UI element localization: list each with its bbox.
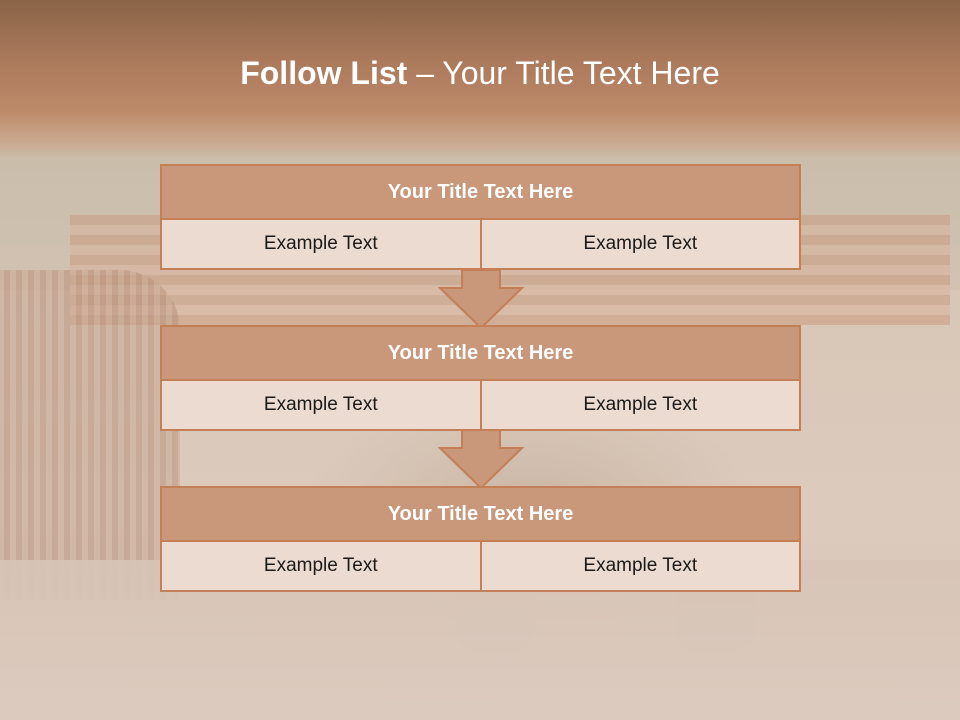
block-cell-right: Example Text	[479, 381, 800, 429]
block-title: Your Title Text Here	[160, 486, 801, 542]
block-cell-right: Example Text	[479, 542, 800, 590]
slide-title: Follow List – Your Title Text Here	[0, 55, 960, 92]
block-cell-left: Example Text	[263, 394, 378, 415]
down-arrow-icon	[438, 430, 524, 490]
block-cell-left: Example Text	[263, 233, 378, 254]
background-log-stack	[0, 270, 180, 600]
block-cell-left: Example Text	[263, 555, 378, 576]
block-cell-right: Example Text	[479, 220, 800, 268]
follow-list-block: Your Title Text Here Example Text Exampl…	[160, 164, 801, 270]
slide-title-rest: – Your Title Text Here	[407, 55, 720, 91]
down-arrow-icon	[438, 270, 524, 330]
follow-list-block: Your Title Text Here Example Text Exampl…	[160, 325, 801, 431]
block-row: Example Text Example Text	[160, 220, 801, 270]
block-title: Your Title Text Here	[160, 164, 801, 220]
block-row: Example Text Example Text	[160, 542, 801, 592]
title-band	[0, 0, 960, 160]
block-row: Example Text Example Text	[160, 381, 801, 431]
block-title: Your Title Text Here	[160, 325, 801, 381]
slide-title-bold: Follow List	[240, 55, 408, 91]
follow-list-block: Your Title Text Here Example Text Exampl…	[160, 486, 801, 592]
